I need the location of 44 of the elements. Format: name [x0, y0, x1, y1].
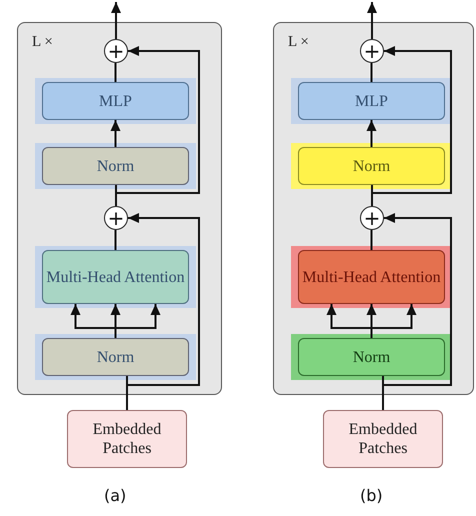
- connector-line: [114, 63, 116, 82]
- connector-line: [114, 230, 116, 250]
- repeat-label: L ×: [288, 33, 309, 52]
- layer-box: [298, 82, 445, 120]
- layer-label: Embedded Patches: [348, 420, 418, 458]
- layer-label: Norm: [352, 156, 390, 176]
- arrow: [110, 120, 120, 147]
- plus-sign: +: [108, 42, 124, 60]
- connector-line: [370, 63, 372, 82]
- arrow: [111, 2, 121, 39]
- layer-label: Norm: [96, 156, 134, 176]
- connector-line: [370, 230, 372, 250]
- plus-sign: +: [108, 208, 124, 228]
- block-container: [17, 22, 222, 395]
- layer-label: Embedded Patches: [92, 420, 162, 458]
- plus-sign: +: [364, 208, 380, 228]
- layer-label: Norm: [96, 348, 134, 366]
- arrow: [115, 46, 200, 206]
- add-circle: [360, 206, 384, 230]
- layer-box: [42, 338, 189, 376]
- arrow: [371, 46, 452, 206]
- layer-box: [298, 147, 445, 185]
- add-circle: [360, 39, 384, 63]
- layer-box: [42, 147, 189, 185]
- add-circle: [104, 206, 128, 230]
- arrow: [366, 120, 376, 147]
- layer-box: [67, 410, 187, 468]
- layer-label: Multi-Head Attention: [46, 268, 185, 286]
- layer-box: [298, 250, 445, 304]
- layer-box: [42, 250, 189, 304]
- panel-label: (b): [360, 486, 383, 505]
- layer-label: Norm: [352, 348, 390, 366]
- layer-box: [323, 410, 443, 468]
- layer-label: MLP: [99, 92, 132, 110]
- layer-label: Multi-Head Attention: [302, 268, 441, 286]
- add-circle: [104, 39, 128, 63]
- layer-box: [42, 82, 189, 120]
- repeat-label: L ×: [32, 33, 53, 52]
- plus-sign: +: [364, 42, 380, 60]
- layer-label: MLP: [355, 92, 388, 110]
- layer-box: [298, 338, 445, 376]
- panel-label: (a): [104, 486, 126, 505]
- arrow: [367, 2, 377, 39]
- block-container: [273, 22, 474, 395]
